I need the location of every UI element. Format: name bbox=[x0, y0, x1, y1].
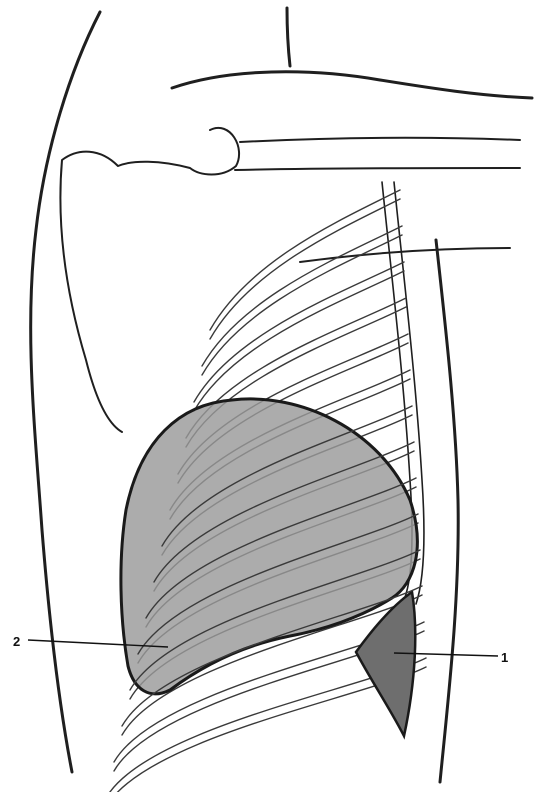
rib-arc bbox=[202, 235, 402, 375]
rib-arc bbox=[194, 262, 404, 402]
label-1: 1 bbox=[501, 650, 508, 665]
label-2: 2 bbox=[13, 634, 20, 649]
rib-arc bbox=[194, 271, 404, 411]
rib-arc bbox=[202, 226, 402, 366]
body-outline bbox=[31, 8, 532, 782]
